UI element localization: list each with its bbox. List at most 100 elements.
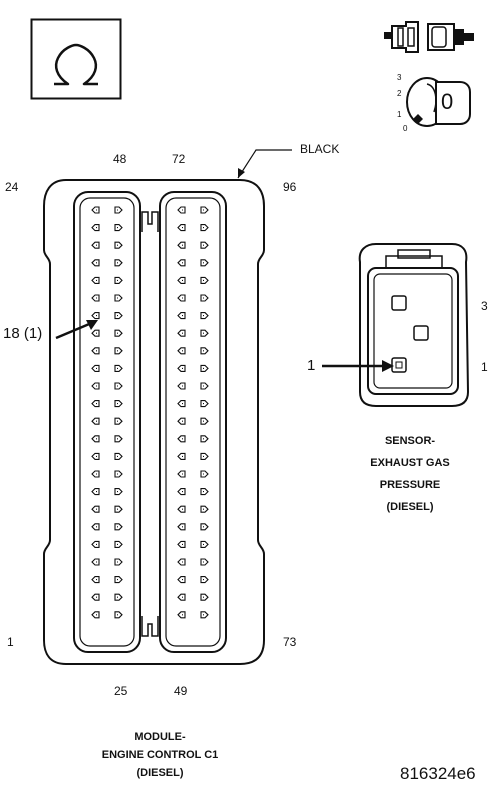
ecm-pin-terminal — [114, 576, 123, 584]
ecm-pin-terminal — [114, 470, 123, 478]
ecm-pin-terminal — [91, 276, 100, 284]
ecm-pin-terminal — [114, 540, 123, 548]
ecm-pin-terminal — [177, 417, 186, 425]
ecm-pin-terminal — [177, 241, 186, 249]
ecm-pin-terminal — [177, 364, 186, 372]
ecm-pin-terminal — [200, 276, 209, 284]
ecm-pin-terminal — [200, 558, 209, 566]
ecm-pin-terminal — [200, 470, 209, 478]
ecm-pin-terminal — [200, 329, 209, 337]
ecm-pin-terminal — [200, 312, 209, 320]
ecm-pin-terminal — [177, 312, 186, 320]
ecm-pin-terminal — [177, 329, 186, 337]
ecm-pin-terminal — [177, 470, 186, 478]
ignition-key-label: 0 — [441, 89, 454, 114]
ecm-pin-terminal — [91, 400, 100, 408]
ecm-pin-terminal — [114, 558, 123, 566]
ecm-pin-terminal — [114, 312, 123, 320]
ecm-pin-terminal — [177, 576, 186, 584]
ecm-callout-label: 18 (1) — [3, 325, 43, 342]
ecm-pin-terminal — [177, 593, 186, 601]
ecm-pin-label-49: 49 — [174, 684, 188, 698]
ignition-off-icon — [394, 72, 474, 134]
black-leader-line — [237, 149, 292, 179]
sensor-pin-3 — [391, 295, 407, 311]
sensor-pin-label-3: 3 — [481, 299, 488, 313]
ecm-pin-terminal — [114, 241, 123, 249]
ecm-pin-terminal — [177, 294, 186, 302]
ecm-pin-terminal — [114, 276, 123, 284]
ecm-pin-terminal — [114, 611, 123, 619]
ecm-pin-terminal — [177, 452, 186, 460]
sensor-pin-label-1: 1 — [481, 360, 488, 374]
ignition-position-3: 3 — [397, 73, 402, 82]
sensor-caption-line-1: SENSOR- — [384, 435, 436, 447]
sensor-caption: SENSOR- EXHAUST GAS PRESSURE (DIESEL) — [330, 430, 490, 518]
ecm-pin-terminal — [200, 611, 209, 619]
ecm-pin-terminal — [200, 540, 209, 548]
sensor-callout-label: 1 — [307, 357, 316, 374]
ecm-pin-terminal — [91, 364, 100, 372]
ecm-pin-terminal — [91, 417, 100, 425]
ecm-pin-label-1: 1 — [7, 635, 14, 649]
ecm-pin-terminal — [91, 470, 100, 478]
sensor-caption-line-2: EXHAUST GAS — [370, 457, 450, 469]
ecm-pin-terminal — [200, 417, 209, 425]
ecm-pin-terminal — [200, 259, 209, 267]
ecm-pin-label-48: 48 — [113, 152, 127, 166]
ecm-pin-terminal — [114, 400, 123, 408]
ecm-pin-terminal — [177, 523, 186, 531]
ecm-pin-terminal — [200, 435, 209, 443]
ecm-pin-terminal — [177, 259, 186, 267]
sensor-caption-line-3: PRESSURE — [379, 479, 441, 491]
ecm-pin-terminal — [177, 558, 186, 566]
ecm-pin-terminal — [91, 224, 100, 232]
ecm-pin-terminal — [177, 347, 186, 355]
ecm-pin-terminal — [114, 206, 123, 214]
ecm-pin-terminal — [114, 347, 123, 355]
ecm-pin-terminal — [200, 523, 209, 531]
ecm-pin-label-73: 73 — [283, 635, 297, 649]
ecm-pin-terminal — [91, 452, 100, 460]
ecm-pin-terminal — [200, 224, 209, 232]
sensor-pin-2 — [413, 325, 429, 341]
ecm-pin-label-25: 25 — [114, 684, 128, 698]
ecm-pin-terminal — [177, 611, 186, 619]
ecm-pin-terminal — [91, 576, 100, 584]
ecm-pin-terminal — [114, 259, 123, 267]
ecm-caption-line-1: MODULE- — [134, 731, 186, 743]
ecm-pin-terminal — [177, 224, 186, 232]
ecm-pin-terminal — [114, 435, 123, 443]
ecm-pin-terminal — [91, 259, 100, 267]
figure-id: 816324e6 — [400, 764, 476, 783]
ecm-pin-terminal — [177, 505, 186, 513]
ecm-caption-line-3: (DIESEL) — [136, 767, 184, 779]
ecm-pin-terminal — [91, 329, 100, 337]
ecm-pin-terminal — [91, 611, 100, 619]
ecm-connector-color-label: BLACK — [300, 142, 340, 156]
ecm-pin-terminal — [114, 417, 123, 425]
ecm-pin-terminal — [177, 400, 186, 408]
ecm-pin-terminal — [200, 593, 209, 601]
ohmmeter-icon — [30, 18, 122, 100]
ecm-pin-terminal — [91, 558, 100, 566]
ecm-pin-terminal — [200, 382, 209, 390]
ecm-pin-terminal — [200, 294, 209, 302]
ecm-pin-terminal — [91, 206, 100, 214]
ecm-pin-terminal — [200, 347, 209, 355]
ecm-pin-terminal — [200, 488, 209, 496]
sensor-caption-line-4: (DIESEL) — [386, 501, 434, 513]
ignition-position-0: 0 — [403, 124, 408, 133]
ecm-pin-terminal — [91, 593, 100, 601]
ecm-pin-terminal — [114, 329, 123, 337]
ecm-pin-terminal — [91, 540, 100, 548]
ecm-pin-terminal — [114, 364, 123, 372]
ecm-pin-terminal — [91, 505, 100, 513]
ecm-right-cavity — [159, 191, 227, 653]
ecm-caption-line-2: ENGINE CONTROL C1 — [101, 749, 219, 761]
ecm-pin-terminal — [91, 241, 100, 249]
ecm-pin-terminal — [177, 540, 186, 548]
ecm-pin-terminal — [91, 312, 100, 320]
